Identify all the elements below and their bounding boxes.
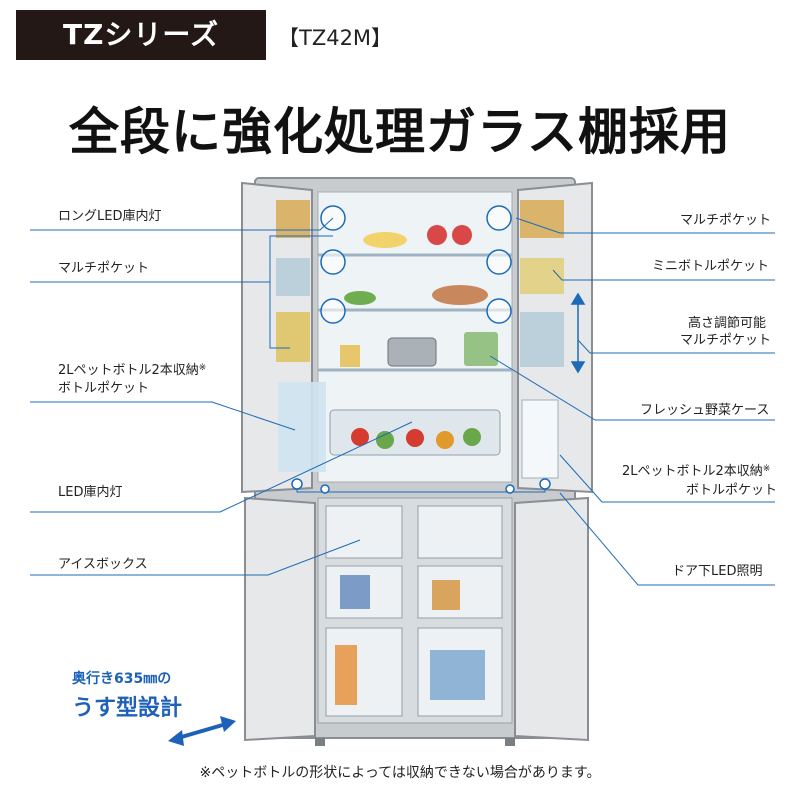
label-2l-bottle-right-text: 2Lペットボトル2本収納 <box>622 464 763 479</box>
led-marker <box>539 478 551 490</box>
depth-callout: 奥行き635㎜の うす型設計 <box>72 668 212 722</box>
callout-marker <box>320 298 346 324</box>
label-2l-bottle-left: 2Lペットボトル2本収納※ <box>58 362 206 380</box>
led-marker <box>505 484 515 494</box>
label-multi-pocket-right: マルチポケット <box>680 213 772 228</box>
callout-marker <box>320 249 346 275</box>
label-adjustable: 高さ調節可能 <box>688 316 767 331</box>
label-long-led-light: ロングLED庫内灯 <box>58 209 162 224</box>
depth-line-2: うす型設計 <box>72 696 183 721</box>
fridge-body <box>241 177 593 746</box>
callout-lines <box>30 217 775 586</box>
label-2l-bottle-left-text: 2Lペットボトル2本収納 <box>58 363 199 378</box>
label-door-led: ドア下LED照明 <box>672 564 763 579</box>
led-marker <box>291 478 303 490</box>
depth-line-1: 奥行き635㎜の <box>72 671 172 687</box>
depth-arrow-icon <box>168 716 236 746</box>
label-led-light: LED庫内灯 <box>58 485 123 500</box>
callout-marker <box>486 205 512 231</box>
footnote: ※ペットボトルの形状によっては収納できない場合があります。 <box>199 765 601 781</box>
callout-marker <box>486 298 512 324</box>
footnote-mark: ※ <box>762 464 771 474</box>
led-marker <box>320 484 330 494</box>
model-number: 【TZ42M】 <box>278 26 393 50</box>
adjustable-height-arrow <box>570 292 586 374</box>
callout-marker <box>486 249 512 275</box>
series-badge: TZシリーズ <box>16 10 266 60</box>
headline: 全段に強化処理ガラス棚採用 <box>69 103 731 161</box>
label-mini-bottle-pocket: ミニボトルポケット <box>652 259 770 274</box>
label-multi-pocket-left: マルチポケット <box>58 261 150 276</box>
label-bottle-pocket-right: ボトルポケット <box>686 483 778 498</box>
label-2l-bottle-right: 2Lペットボトル2本収納※ <box>622 463 770 481</box>
label-ice-box: アイスボックス <box>58 557 148 572</box>
label-adjustable-pocket: マルチポケット <box>680 333 772 348</box>
label-bottle-pocket-left: ボトルポケット <box>58 381 150 396</box>
footnote-mark: ※ <box>198 363 207 373</box>
label-fresh-vegetable-case: フレッシュ野菜ケース <box>640 403 770 418</box>
